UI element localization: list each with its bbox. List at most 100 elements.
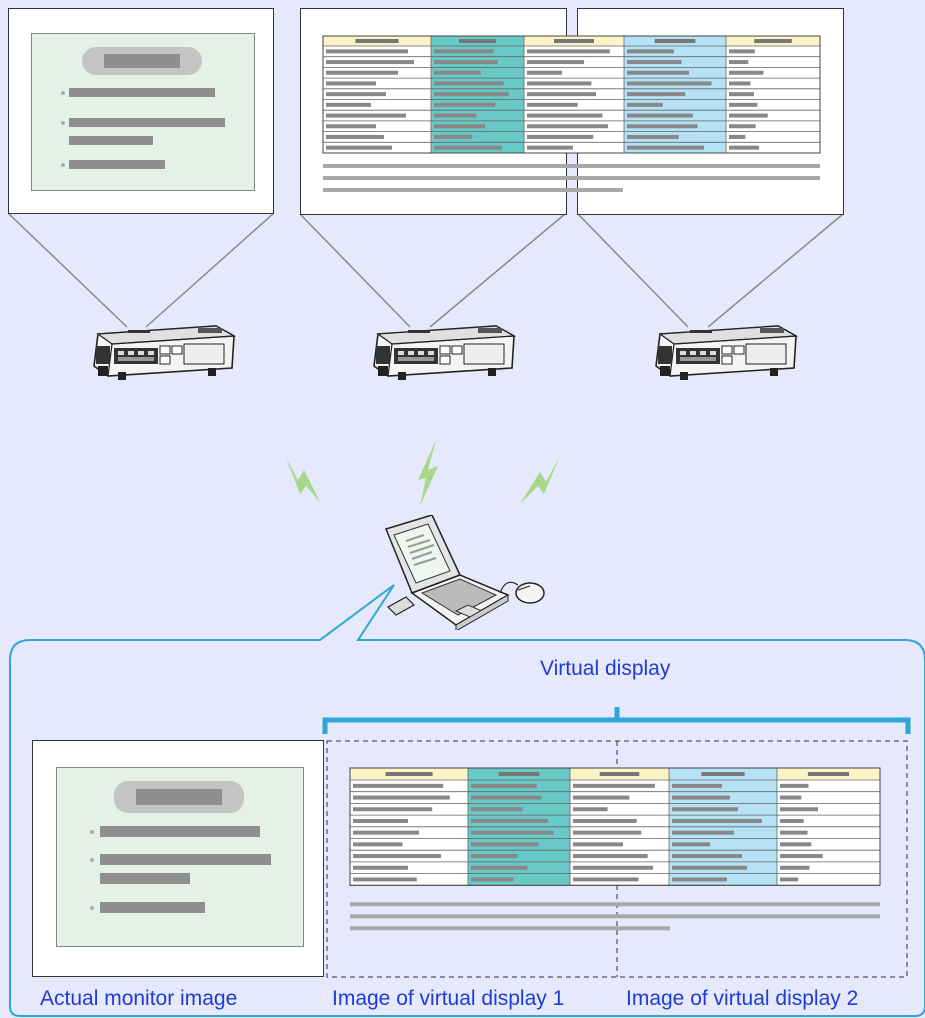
table-cell <box>729 113 768 118</box>
table-cell <box>471 877 514 882</box>
virtual-display-label: Virtual display <box>540 657 671 680</box>
table-cell <box>627 113 693 118</box>
table-cell <box>627 81 712 86</box>
table-cell <box>729 70 764 75</box>
virtual-display-2-label: Image of virtual display 2 <box>626 987 859 1010</box>
slide-panel <box>56 767 304 947</box>
table-cell <box>353 842 403 847</box>
table-cell <box>729 134 746 139</box>
table-cell <box>627 60 682 65</box>
table-cell <box>434 92 509 97</box>
table-cell <box>627 134 679 139</box>
table-cell <box>729 92 754 97</box>
table-cell <box>573 795 630 800</box>
table-cell <box>672 877 727 882</box>
mouse-icon <box>515 582 545 604</box>
table-cell <box>434 81 504 86</box>
wireless-signal-icon <box>418 440 438 506</box>
text-line <box>350 926 670 931</box>
table-cell <box>527 145 573 150</box>
table-cell <box>780 818 804 823</box>
table-cell <box>471 842 539 847</box>
table-cell <box>780 807 818 812</box>
table-cell <box>353 877 417 882</box>
virtual-display-1-label: Image of virtual display 1 <box>332 987 565 1010</box>
table-cell <box>353 865 408 870</box>
table-cell <box>573 854 648 859</box>
table-cell <box>326 145 392 150</box>
slide-title-placeholder <box>82 47 202 75</box>
table-cell <box>573 783 655 788</box>
table-cell <box>527 60 585 65</box>
table-cell <box>471 865 528 870</box>
table-cell <box>780 783 809 788</box>
table-cell <box>729 60 749 65</box>
table-cell <box>353 807 433 812</box>
table-cell <box>326 70 398 75</box>
table-cell <box>326 60 414 65</box>
table-cell <box>434 70 481 75</box>
table-cell <box>434 145 502 150</box>
table-cell <box>672 783 722 788</box>
table-cell <box>780 842 812 847</box>
text-line <box>350 914 880 919</box>
table-cell <box>627 70 690 75</box>
table-cell <box>729 145 760 150</box>
table-cell <box>729 102 758 107</box>
table-cell <box>471 818 549 823</box>
slide-title-placeholder <box>114 781 244 813</box>
table-cell <box>527 49 610 54</box>
table-cell <box>573 865 654 870</box>
table-cell <box>434 102 496 107</box>
text-line <box>323 188 623 192</box>
table-cell <box>471 807 523 812</box>
table-cell <box>326 113 406 118</box>
table-cell <box>729 49 755 54</box>
table-cell <box>353 783 444 788</box>
table-cell <box>780 865 810 870</box>
table-cell <box>729 81 751 86</box>
table-cell <box>573 818 637 823</box>
table-cell <box>527 134 594 139</box>
table-cell <box>326 92 386 97</box>
table-cell <box>573 807 608 812</box>
actual-monitor-label: Actual monitor image <box>40 987 238 1010</box>
table-cell <box>434 113 477 118</box>
table-cell <box>434 124 485 129</box>
virtual-display-bracket <box>322 707 911 734</box>
table-cell <box>353 795 450 800</box>
table-cell <box>527 102 578 107</box>
table-cell <box>434 134 473 139</box>
table-cell <box>527 124 608 129</box>
table-cell <box>780 830 808 835</box>
table-cell <box>434 60 498 65</box>
text-line <box>323 164 820 168</box>
table-cell <box>471 783 537 788</box>
table-cell <box>672 865 747 870</box>
table-cell <box>353 818 408 823</box>
table-cell <box>627 124 698 129</box>
slide-panel <box>31 33 255 191</box>
table-cell <box>326 102 371 107</box>
table-cell <box>573 842 624 847</box>
table-cell <box>326 49 408 54</box>
table-cell <box>326 134 384 139</box>
table-cell <box>527 70 562 75</box>
table-cell <box>527 113 603 118</box>
table-cell <box>672 818 762 823</box>
table-cell <box>729 124 756 129</box>
text-line <box>323 176 820 180</box>
table-cell <box>672 842 710 847</box>
table-cell <box>627 49 674 54</box>
laptop-icon <box>384 515 518 630</box>
table-cell <box>527 81 592 86</box>
table-cell <box>672 807 738 812</box>
table-cell <box>326 81 376 86</box>
table-cell <box>780 795 802 800</box>
table-cell <box>434 49 494 54</box>
table-cell <box>627 145 705 150</box>
table-cell <box>627 92 686 97</box>
table-cell <box>326 124 376 129</box>
